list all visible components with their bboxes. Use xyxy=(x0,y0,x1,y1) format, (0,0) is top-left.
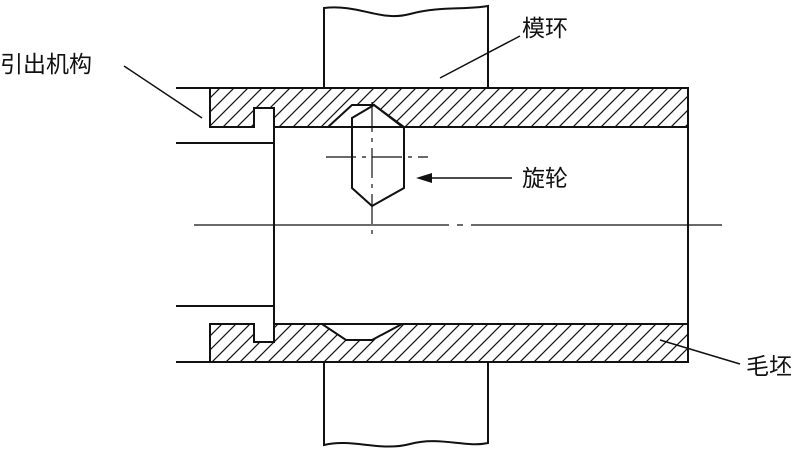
leader-die-ring xyxy=(439,35,521,79)
arrow-spinning-wheel xyxy=(416,173,512,183)
blank-lower-wall xyxy=(209,323,689,363)
spinning-wheel xyxy=(326,102,428,240)
leader-extraction-mechanism xyxy=(123,65,203,119)
label-die-ring: 模环 xyxy=(522,16,568,42)
die-ring xyxy=(323,4,489,448)
label-blank: 毛坯 xyxy=(746,354,792,380)
label-extraction-mechanism: 引出机构 xyxy=(0,52,92,78)
label-spinning-wheel: 旋轮 xyxy=(522,166,568,192)
leader-blank xyxy=(659,339,741,365)
blank-upper-wall xyxy=(209,87,689,128)
